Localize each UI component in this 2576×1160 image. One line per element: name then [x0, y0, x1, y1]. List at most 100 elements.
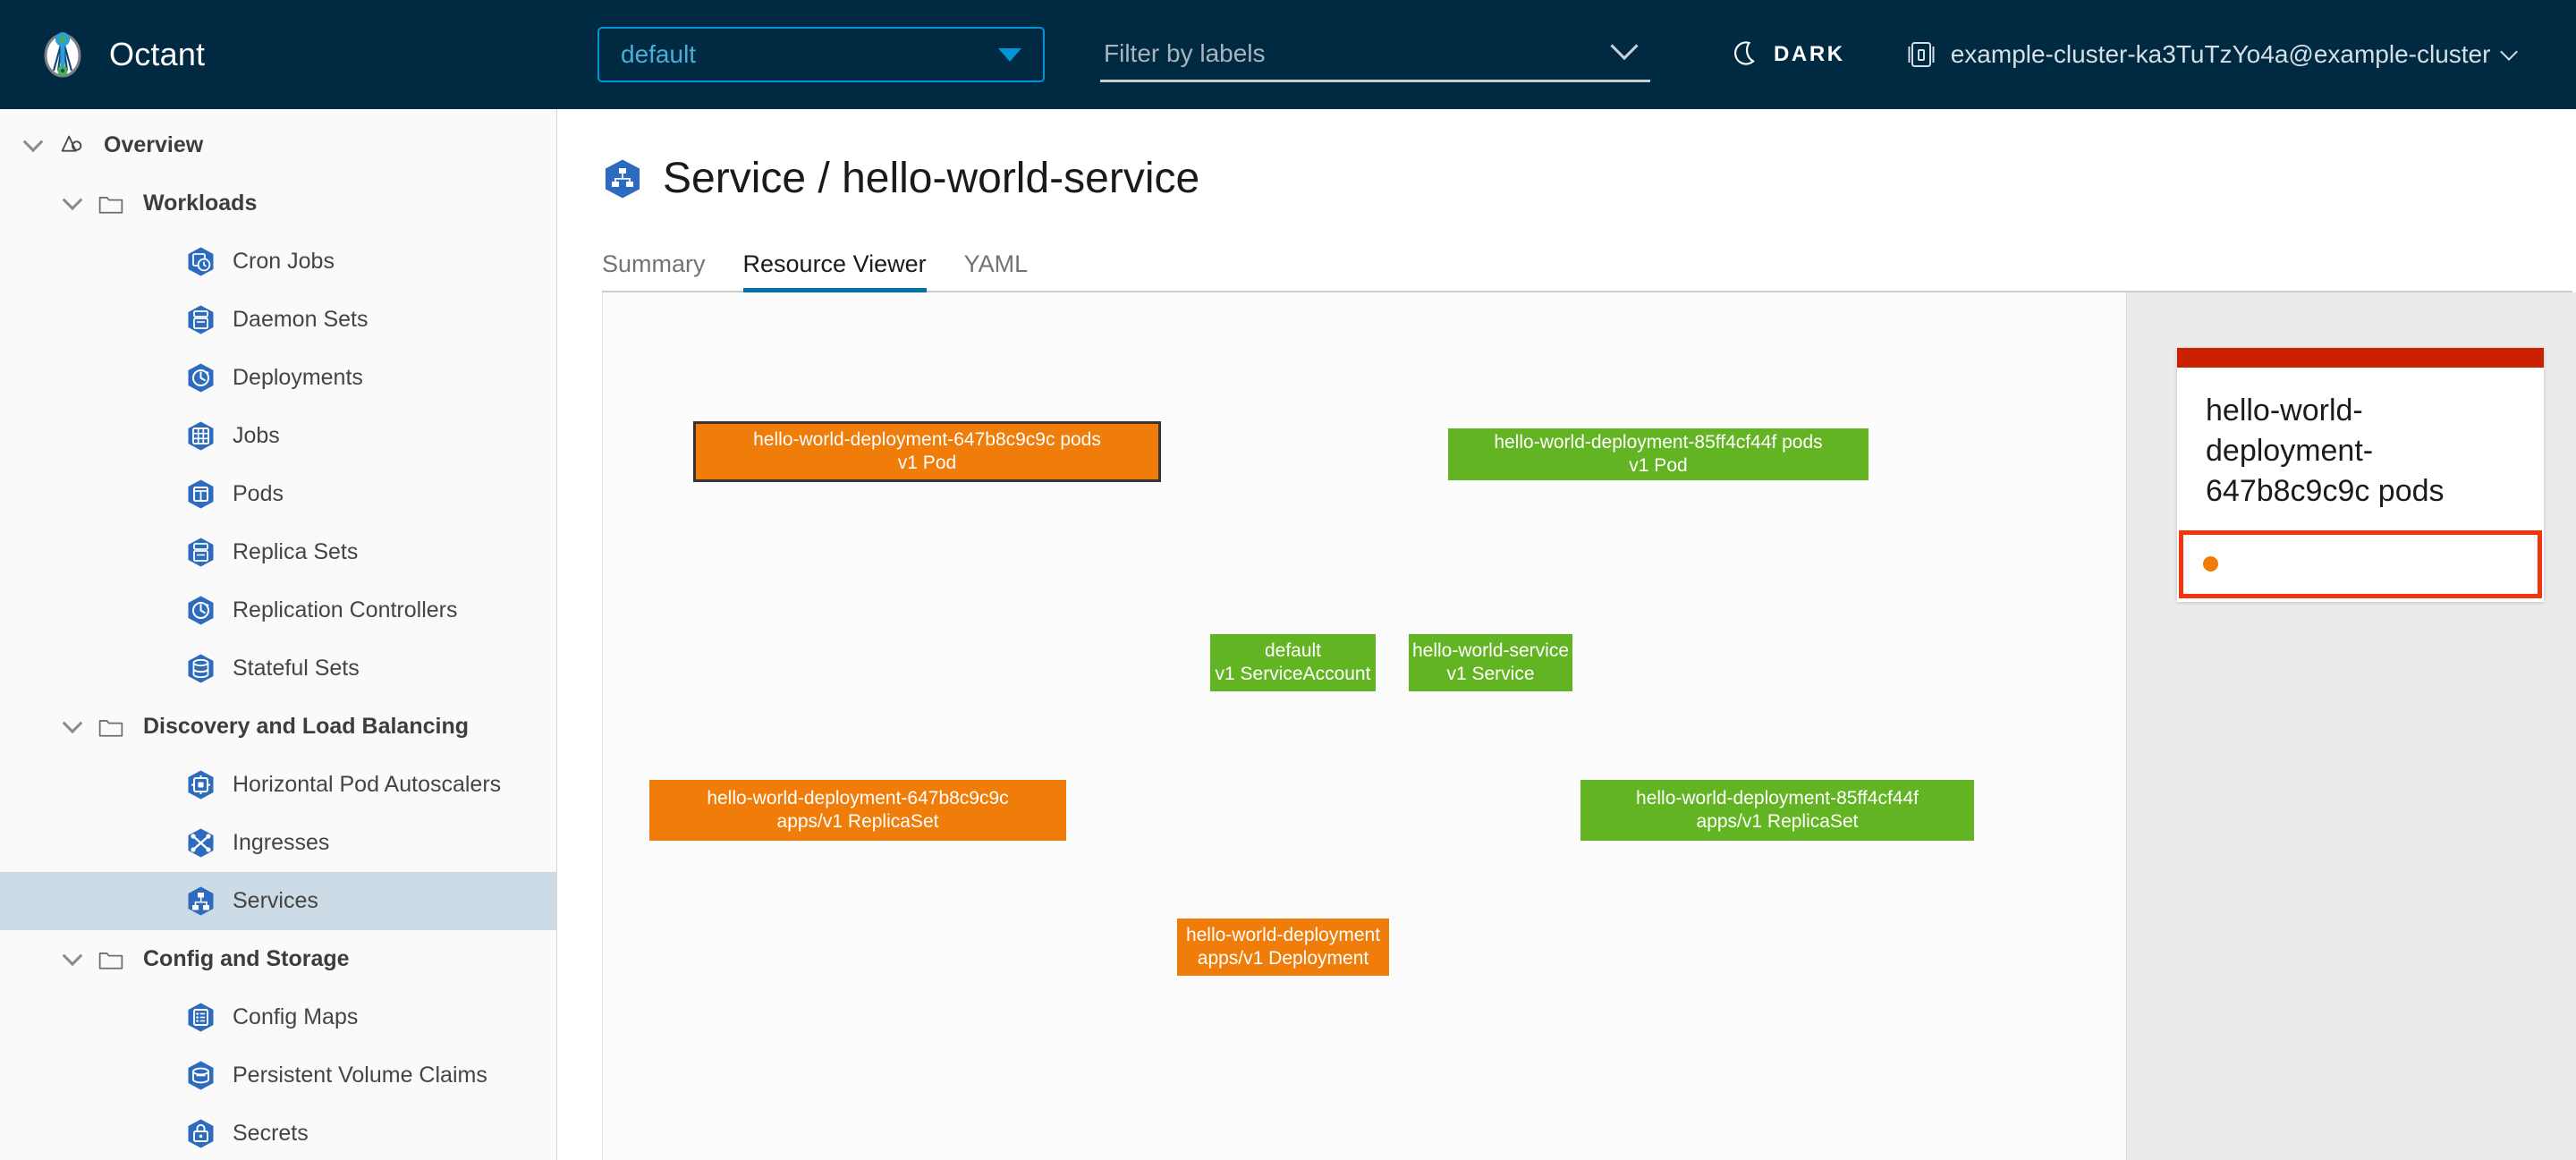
sidebar-item-horizontal-pod-autoscalers[interactable]: Horizontal Pod Autoscalers: [0, 756, 556, 814]
page-title-row: Service / hello-world-service: [602, 154, 2576, 203]
octant-logo-icon: [38, 30, 88, 80]
cluster-selector[interactable]: example-cluster-ka3TuTzYo4a@example-clus…: [1908, 39, 2519, 70]
tab-yaml[interactable]: YAML: [963, 250, 1029, 277]
sidebar-item-jobs[interactable]: Jobs: [0, 407, 556, 465]
sidebar-item-stateful-sets[interactable]: Stateful Sets: [0, 639, 556, 698]
page-title: Service / hello-world-service: [663, 155, 1200, 202]
replica-set-icon: [182, 537, 218, 568]
graph-edges: [603, 292, 871, 427]
sidebar-item-label: Config Maps: [233, 1004, 359, 1029]
sidebar-item-label: Overview: [104, 132, 204, 157]
sidebar-item-label: Workloads: [143, 191, 258, 216]
chevron-down-icon[interactable]: [52, 712, 93, 734]
folder-icon: [93, 714, 129, 741]
replication-controller-icon: [182, 595, 218, 626]
sidebar-item-overview[interactable]: Overview: [0, 116, 556, 174]
graph-node-kind: v1 Pod: [1629, 455, 1688, 476]
sidebar-item-label: Deployments: [233, 365, 363, 390]
chevron-down-icon: [1610, 31, 1639, 60]
sidebar-item-label: Persistent Volume Claims: [233, 1063, 487, 1088]
graph-node-kind: apps/v1 Deployment: [1197, 948, 1369, 969]
graph-node-svc[interactable]: hello-world-service v1 Service: [1409, 634, 1572, 691]
sidebar-item-pods[interactable]: Pods: [0, 465, 556, 523]
graph-node-kind: v1 ServiceAccount: [1215, 664, 1371, 684]
sidebar-item-label: Pods: [233, 481, 284, 506]
overview-icon: [54, 131, 89, 160]
sidebar-item-label: Daemon Sets: [233, 307, 369, 332]
chevron-down-icon[interactable]: [52, 189, 93, 211]
sidebar-item-cron-jobs[interactable]: Cron Jobs: [0, 233, 556, 291]
tab-bar: Summary Resource Viewer YAML: [602, 235, 2572, 292]
sidebar-item-deployments[interactable]: Deployments: [0, 349, 556, 407]
sidebar-item-label: Secrets: [233, 1121, 309, 1146]
folder-icon: [93, 946, 129, 973]
secret-icon: [182, 1118, 218, 1149]
cron-job-icon: [182, 246, 218, 277]
chevron-down-icon: [2500, 43, 2519, 61]
job-icon: [182, 420, 218, 452]
daemon-set-icon: [182, 304, 218, 335]
config-map-icon: [182, 1002, 218, 1033]
sidebar-item-daemon-sets[interactable]: Daemon Sets: [0, 291, 556, 349]
sidebar-item-secrets[interactable]: Secrets: [0, 1105, 556, 1160]
sidebar-item-label: Cron Jobs: [233, 249, 335, 274]
sidebar-item-label: Discovery and Load Balancing: [143, 714, 469, 739]
main-content: Service / hello-world-service Summary Res…: [557, 109, 2576, 1160]
hpa-icon: [182, 769, 218, 800]
chevron-down-icon[interactable]: [52, 944, 93, 967]
deployment-icon: [182, 362, 218, 394]
detail-card-title: hello-world-deployment-647b8c9c9c pods: [2206, 394, 2445, 509]
tab-resource-viewer[interactable]: Resource Viewer: [742, 250, 927, 292]
namespace-value: default: [621, 40, 697, 68]
sidebar-item-label: Replica Sets: [233, 539, 359, 564]
sidebar-item-config-maps[interactable]: Config Maps: [0, 988, 556, 1046]
graph-node-kind: v1 Service: [1446, 664, 1535, 684]
moon-icon: [1731, 39, 1761, 70]
sidebar-item-replica-sets[interactable]: Replica Sets: [0, 523, 556, 581]
sidebar-item-label: Jobs: [233, 423, 280, 448]
sidebar-item-ingresses[interactable]: Ingresses: [0, 814, 556, 872]
sidebar-item-persistent-volume-claims[interactable]: Persistent Volume Claims: [0, 1046, 556, 1105]
graph-node-name: hello-world-deployment-85ff4cf44f: [1636, 787, 1919, 809]
brand[interactable]: Octant: [0, 30, 557, 80]
sidebar-item-config-and-storage[interactable]: Config and Storage: [0, 930, 556, 988]
sidebar-item-replication-controllers[interactable]: Replication Controllers: [0, 581, 556, 639]
detail-card[interactable]: hello-world-deployment-647b8c9c9c pods: [2177, 348, 2544, 602]
service-icon: [602, 158, 643, 199]
sidebar-item-workloads[interactable]: Workloads: [0, 174, 556, 233]
pod-icon: [182, 478, 218, 510]
label-filter-input[interactable]: Filter by labels: [1100, 27, 1650, 82]
sidebar-item-label: Stateful Sets: [233, 656, 360, 681]
cluster-name: example-cluster-ka3TuTzYo4a@example-clus…: [1950, 40, 2491, 68]
sidebar-item-services[interactable]: Services: [0, 872, 556, 930]
sidebar-item-label: Replication Controllers: [233, 597, 458, 622]
detail-panel: hello-world-deployment-647b8c9c9c pods: [2127, 292, 2576, 1160]
graph-node-kind: v1 Pod: [897, 453, 957, 473]
tab-summary[interactable]: Summary: [602, 250, 706, 277]
sidebar-item-discovery-and-load-balancing[interactable]: Discovery and Load Balancing: [0, 698, 556, 756]
theme-toggle-button[interactable]: DARK: [1731, 39, 1845, 70]
cluster-icon: [1908, 39, 1935, 70]
sidebar-item-label: Services: [233, 888, 318, 913]
sidebar-item-label: Ingresses: [233, 830, 330, 855]
app-header: Octant default Filter by labels DARK: [0, 0, 2576, 109]
pvc-icon: [182, 1060, 218, 1091]
brand-name: Octant: [109, 36, 206, 72]
resource-viewer: hello-world-deployment-647b8c9c9c pods v1…: [602, 292, 2576, 1160]
chevron-down-icon[interactable]: [13, 131, 54, 153]
theme-toggle-label: DARK: [1774, 42, 1845, 66]
graph-node-name: hello-world-service: [1411, 639, 1570, 661]
caret-down-icon: [998, 47, 1021, 62]
namespace-selector[interactable]: default: [597, 27, 1045, 82]
graph-node-kind: apps/v1 ReplicaSet: [1696, 811, 1859, 832]
